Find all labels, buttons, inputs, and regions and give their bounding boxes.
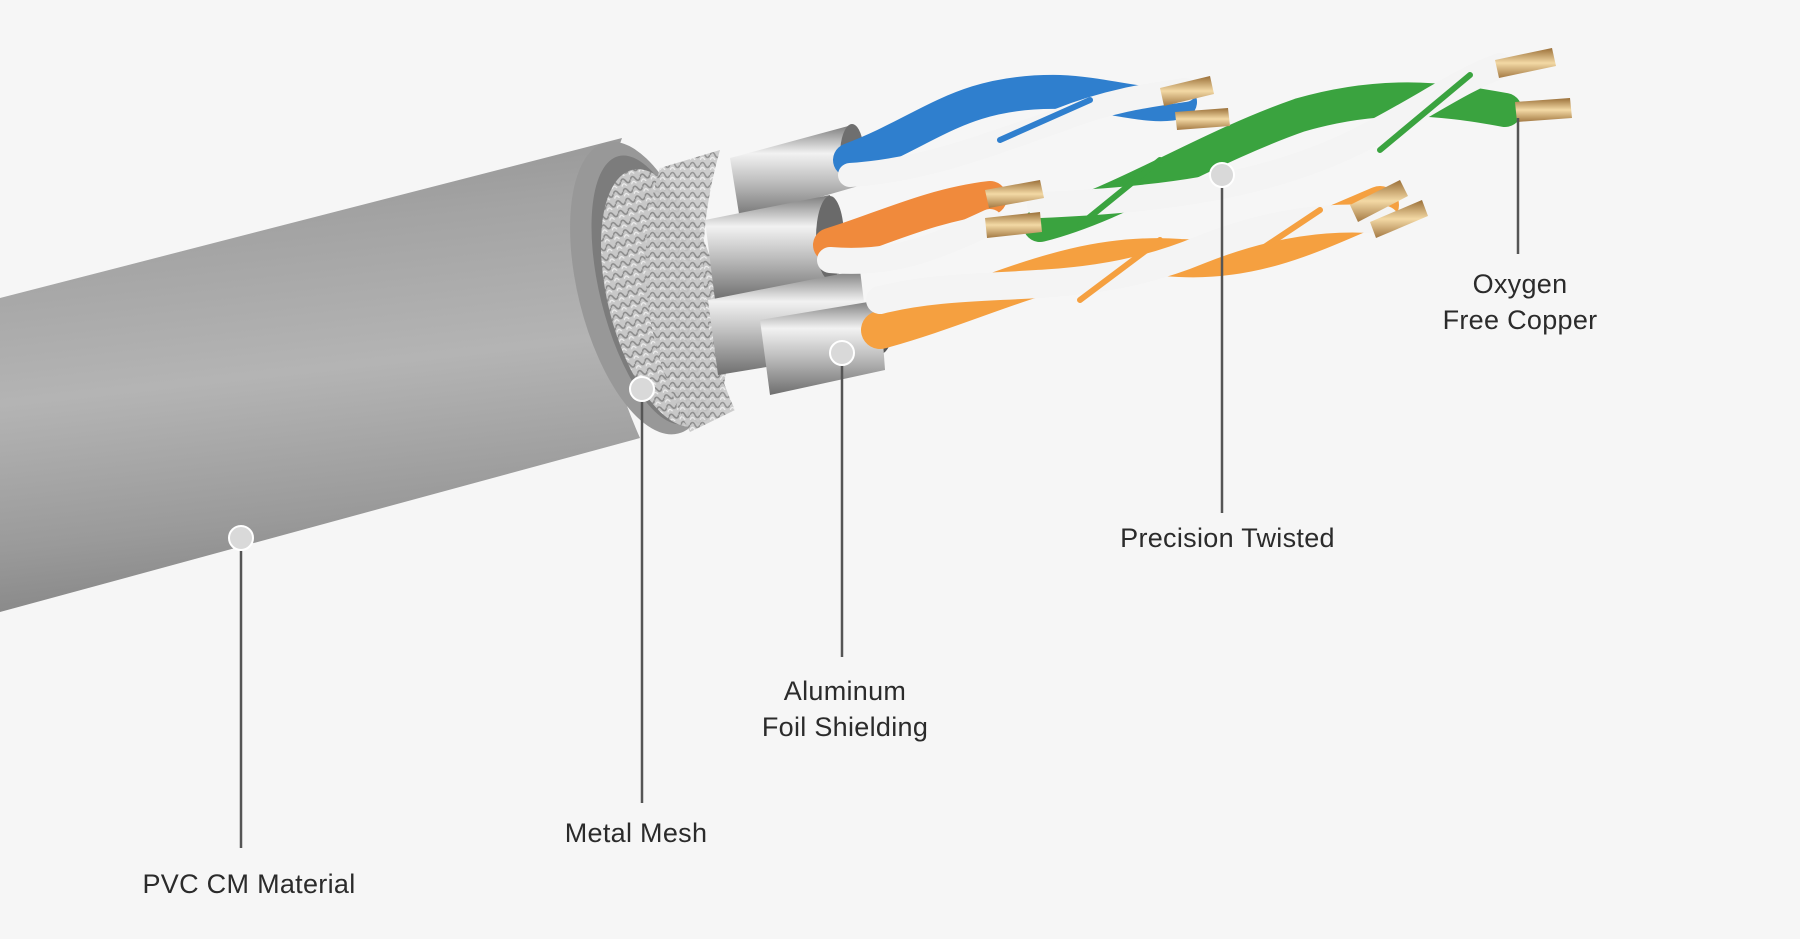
label-line: Aluminum [783,676,907,706]
marker-mesh [629,376,655,402]
label-aluminum-foil-shielding: Aluminum Foil Shielding [730,673,960,745]
label-oxygen-free-copper: Oxygen Free Copper [1420,266,1620,338]
label-line: PVC CM Material [142,869,356,899]
marker-twisted [1209,162,1235,188]
label-line: Oxygen [1472,269,1568,299]
label-precision-twisted: Precision Twisted [1100,520,1355,556]
copper-conductors [985,48,1572,238]
callout-markers [228,162,1235,551]
marker-pvc [228,525,254,551]
label-metal-mesh: Metal Mesh [536,815,736,851]
marker-foil [829,340,855,366]
label-line: Metal Mesh [564,818,708,848]
pvc-jacket [0,138,640,612]
label-line: Free Copper [1442,305,1598,335]
twisted-pairs [813,53,1522,349]
label-line: Foil Shielding [761,712,929,742]
label-line: Precision Twisted [1120,523,1335,553]
callout-lines [239,118,1520,848]
label-pvc-cm-material: PVC CM Material [129,866,369,902]
